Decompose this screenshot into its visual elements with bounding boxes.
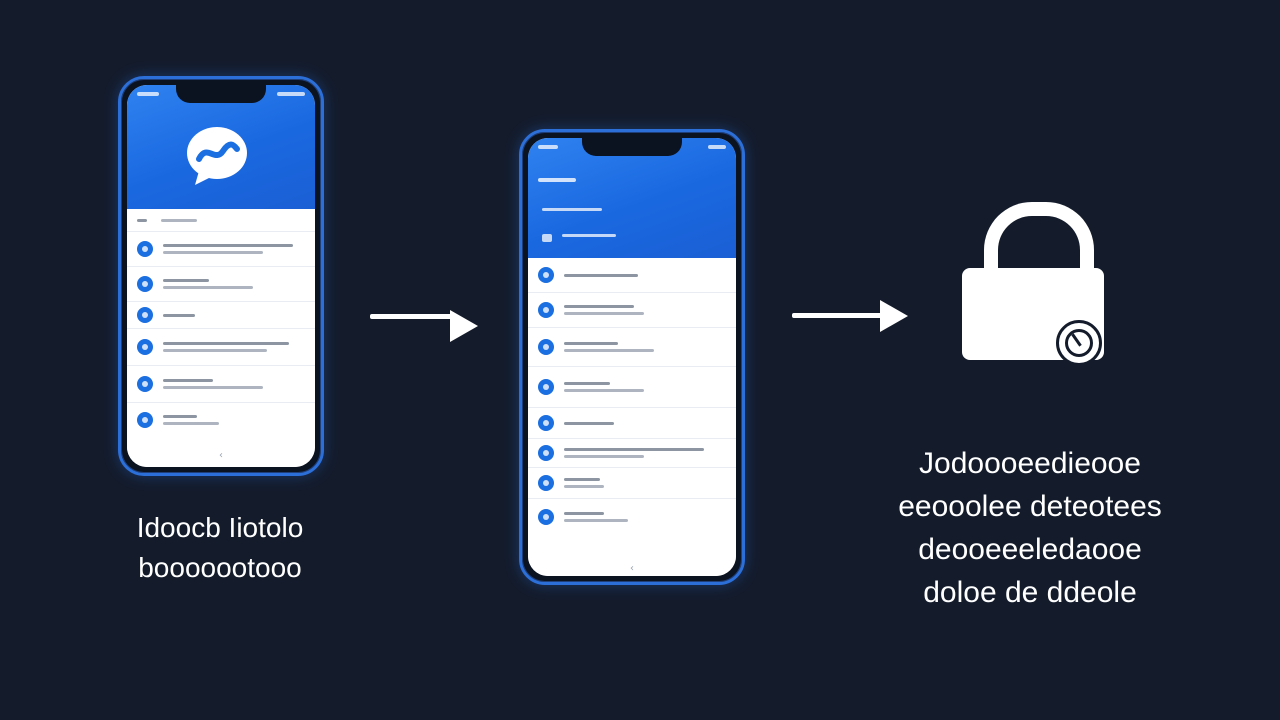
list-item[interactable] [127, 267, 315, 302]
list-item[interactable] [528, 328, 736, 367]
messenger-bubble-icon [187, 127, 247, 185]
item-icon [538, 415, 554, 431]
list-panel: ‹ [127, 209, 315, 467]
list-item[interactable] [528, 258, 736, 293]
app-header [127, 85, 315, 209]
phone-mockup-left: ‹ [118, 76, 324, 476]
list-item[interactable] [528, 468, 736, 499]
caption-right-line4: doloe de ddeole [923, 576, 1137, 609]
phone-mockup-middle: ‹ [519, 129, 745, 585]
item-icon [137, 412, 153, 428]
list-item[interactable] [127, 403, 315, 437]
phone-left-screen: ‹ [127, 85, 315, 467]
home-indicator: ‹ [219, 450, 223, 461]
list-item[interactable] [528, 439, 736, 468]
arrow-right-icon [792, 298, 910, 332]
home-indicator: ‹ [630, 563, 634, 574]
list-item[interactable] [528, 293, 736, 328]
caption-right-line3: deooeeeledaooe [918, 533, 1142, 566]
status-bar-right [708, 142, 726, 152]
arrow-right-icon [370, 310, 480, 346]
item-icon [137, 276, 153, 292]
item-icon [538, 267, 554, 283]
caption-right-line1: Jodoooeedieooe [919, 447, 1141, 480]
list-item[interactable] [127, 329, 315, 366]
item-icon [137, 241, 153, 257]
status-bar-right [277, 89, 305, 99]
caption-left-line2: booooootooo [138, 552, 302, 583]
list-item[interactable] [127, 302, 315, 329]
status-bar-left [538, 142, 558, 152]
item-icon [538, 445, 554, 461]
item-icon [538, 339, 554, 355]
list-item[interactable] [528, 408, 736, 439]
clock-badge-icon [1056, 320, 1102, 366]
phone-notch [582, 138, 682, 156]
list-item[interactable] [528, 499, 736, 535]
item-icon [137, 339, 153, 355]
phone-middle-screen: ‹ [528, 138, 736, 576]
app-header [528, 138, 736, 258]
item-icon [538, 509, 554, 525]
item-icon [137, 307, 153, 323]
item-icon [538, 475, 554, 491]
item-icon [538, 379, 554, 395]
status-bar-left [137, 89, 159, 99]
phone-notch [176, 85, 266, 103]
caption-left-line1: Idoocb Iiotolo [136, 512, 304, 543]
list-item[interactable] [127, 366, 315, 403]
list-panel: ‹ [528, 258, 736, 576]
item-icon [538, 302, 554, 318]
list-item[interactable] [127, 232, 315, 267]
item-icon [137, 376, 153, 392]
caption-right: Jodoooeedieooe eeooolee deteotees deooee… [860, 442, 1200, 614]
caption-left: Idoocb Iiotolo booooootooo [100, 508, 340, 588]
caption-right-line2: eeooolee deteotees [898, 490, 1162, 523]
list-item[interactable] [127, 209, 315, 232]
list-item[interactable] [528, 367, 736, 408]
